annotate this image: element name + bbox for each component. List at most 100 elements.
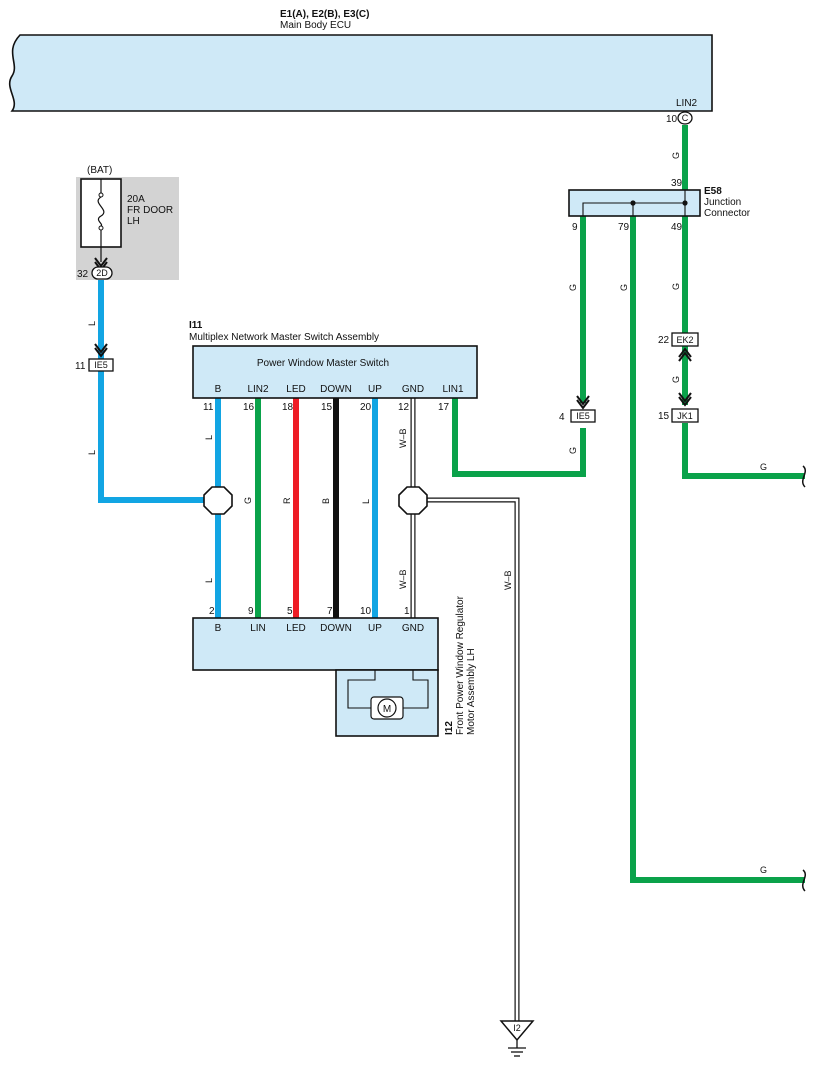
- reg-pin-label: GND: [402, 623, 424, 634]
- ms-pin-label: LIN1: [442, 384, 464, 395]
- ms-pin-label: LED: [286, 384, 305, 395]
- junction-pin-c: 49: [671, 222, 683, 233]
- regulator-name-2: Motor Assembly LH: [466, 648, 477, 735]
- ms-pin-num: 18: [282, 402, 294, 413]
- svg-text:W–B: W–B: [503, 570, 513, 590]
- reg-pin-num: 1: [404, 606, 410, 617]
- svg-text:G: G: [760, 462, 767, 472]
- ie5-left-pin: 11: [75, 361, 86, 372]
- ms-pin-num: 15: [321, 402, 333, 413]
- fuse-conn-code: 2D: [96, 268, 108, 278]
- ms-pin-label: GND: [402, 384, 424, 395]
- svg-text:L: L: [361, 499, 371, 504]
- svg-text:G: G: [671, 376, 681, 383]
- svg-text:G: G: [671, 152, 681, 159]
- ms-pin-label: DOWN: [320, 384, 352, 395]
- ms-pin-label: B: [215, 384, 222, 395]
- wire-blue-feed: [98, 280, 205, 503]
- ek2-arrow-icon: [678, 347, 692, 362]
- ms-pin-num: 11: [203, 402, 214, 413]
- ek2-code: EK2: [676, 335, 693, 345]
- reg-pin-num: 2: [209, 606, 215, 617]
- regulator-box: [192, 617, 439, 671]
- wire-green-jk1-out: [682, 423, 805, 479]
- jk1-box: [671, 408, 699, 423]
- ie5-right-arrow-icon: [576, 395, 590, 410]
- ecu-pin-label: LIN2: [676, 98, 698, 109]
- junction-name-2: Connector: [704, 208, 751, 219]
- ms-pin-label: UP: [368, 384, 382, 395]
- fuse-name-1: FR DOOR: [127, 205, 173, 216]
- ie5-left-arrow-icon: [94, 343, 108, 358]
- ground-symbol: [499, 1020, 535, 1042]
- ground-code: I2: [513, 1023, 521, 1033]
- svg-text:W–B: W–B: [398, 569, 408, 589]
- fuse-rating: 20A: [127, 194, 145, 205]
- master-switch-code: I11: [189, 320, 203, 331]
- reg-pin-label: LIN: [250, 623, 266, 634]
- ms-pin-num: 17: [438, 402, 450, 413]
- svg-text:R: R: [282, 497, 292, 504]
- svg-text:G: G: [671, 283, 681, 290]
- regulator-name-1: Front Power Window Regulator: [455, 595, 466, 735]
- reg-pin-num: 5: [287, 606, 293, 617]
- ie5-right-box: [570, 409, 596, 423]
- master-switch-title: Power Window Master Switch: [257, 358, 389, 369]
- master-switch-pin-labels: B LIN2 LED DOWN UP GND LIN1: [215, 384, 464, 395]
- ecu-name: Main Body ECU: [280, 20, 351, 31]
- reg-pin-label: DOWN: [320, 623, 352, 634]
- fuse-conn-pin: 32: [77, 269, 89, 280]
- master-switch-name: Multiplex Network Master Switch Assembly: [189, 332, 379, 343]
- svg-text:W–B: W–B: [398, 428, 408, 448]
- ground-icon: [508, 1040, 526, 1057]
- ecu-pin-letter: C: [682, 113, 689, 123]
- svg-text:G: G: [243, 497, 253, 504]
- regulator-pin-nums: 2 9 5 7 10 1: [209, 606, 410, 617]
- reg-pin-num: 10: [360, 606, 372, 617]
- master-switch-box: [192, 345, 478, 399]
- reg-pin-label: B: [215, 623, 222, 634]
- master-switch-pin-nums: 11 16 18 15 20 12 17: [203, 402, 450, 413]
- jk1-pin: 15: [658, 411, 670, 422]
- motor-internal: [347, 670, 429, 709]
- fuse-name-2: LH: [127, 216, 140, 227]
- fuse-conn-box: [91, 266, 113, 280]
- fuse-source: (BAT): [87, 165, 112, 176]
- wire-green-lin1: [452, 398, 586, 477]
- ecu-pin-num: 10: [666, 114, 678, 125]
- ek2-pin: 22: [658, 335, 670, 346]
- regulator-pin-labels: B LIN LED DOWN UP GND: [215, 623, 424, 634]
- motor-label: M: [383, 704, 391, 715]
- ms-pin-num: 16: [243, 402, 255, 413]
- regulator-code: I12: [444, 721, 455, 735]
- jk1-code: JK1: [677, 411, 693, 421]
- ie5-right-pin: 4: [559, 412, 565, 423]
- ie5-left-code: IE5: [94, 360, 108, 370]
- wire-break-icon: [801, 869, 807, 892]
- svg-text:G: G: [619, 284, 629, 291]
- reg-pin-num: 7: [327, 606, 333, 617]
- svg-text:L: L: [204, 578, 214, 583]
- svg-text:G: G: [568, 284, 578, 291]
- splice-gnd: [398, 486, 428, 515]
- wire-color-labels: L L L L G R B L W–B W–B W–B G G G G G G …: [87, 152, 767, 875]
- junction-pin-b: 79: [618, 222, 630, 233]
- reg-pin-num: 9: [248, 606, 254, 617]
- svg-text:B: B: [321, 498, 331, 504]
- motor-icon: [377, 698, 397, 718]
- jk1-arrow-icon: [678, 392, 692, 407]
- junction-code: E58: [704, 186, 722, 197]
- reg-pin-label: UP: [368, 623, 382, 634]
- ecu-code: E1(A), E2(B), E3(C): [280, 9, 369, 20]
- wire-break-icon: [801, 465, 807, 488]
- ie5-right-code: IE5: [576, 411, 590, 421]
- ecu-pin-connector: [677, 111, 693, 125]
- svg-text:L: L: [204, 435, 214, 440]
- svg-text:L: L: [87, 321, 97, 326]
- svg-text:G: G: [568, 447, 578, 454]
- fuse-icon: [97, 179, 105, 247]
- junction-pin-a: 9: [572, 222, 578, 233]
- svg-text:G: G: [760, 865, 767, 875]
- junction-pin-top: 39: [671, 178, 683, 189]
